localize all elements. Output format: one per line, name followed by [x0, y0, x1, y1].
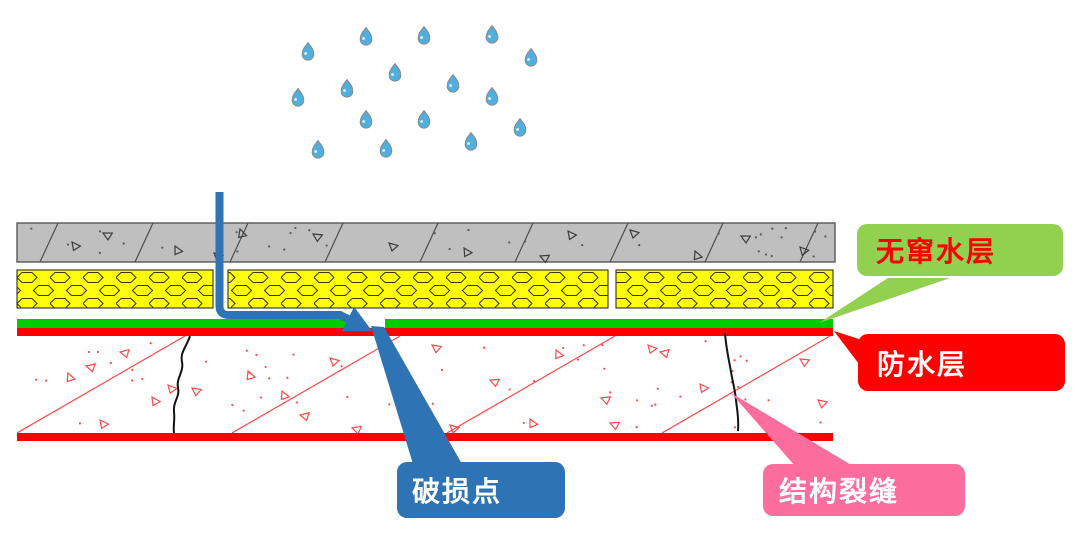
no-channeling-layer: [17, 318, 833, 329]
waterproof-layer-label: 防水层: [877, 349, 968, 381]
no-channeling-layer-label: 无窜水层: [876, 237, 997, 268]
structural-crack-callout-pointer: [731, 393, 853, 466]
no-channeling-callout-pointer: [819, 278, 950, 323]
structural-crack-line-left: [172, 335, 191, 434]
callout-no-channeling-layer: 无窜水层: [857, 224, 1063, 276]
roof-slab-layer: [16, 222, 836, 264]
insulation-layer: [16, 269, 834, 309]
rain-drops: [291, 25, 538, 159]
structural-crack-label: 结构裂缝: [779, 477, 900, 508]
structure-dots: [35, 340, 822, 429]
water-leak-path: [215, 192, 373, 332]
callout-structural-crack: 结构裂缝: [763, 464, 965, 516]
waterproof-layer: [17, 328, 833, 336]
structural-crack-line-right: [724, 332, 740, 432]
damage-point-callout-pointer: [371, 326, 462, 464]
slab-dots: [30, 226, 827, 258]
damage-point-label: 破损点: [412, 477, 503, 508]
callout-damage-point: 破损点: [397, 462, 565, 518]
waterproof-callout-pointer: [834, 331, 862, 368]
callout-waterproof-layer: 防水层: [858, 334, 1065, 391]
structure-aggregate-marks: [66, 344, 829, 435]
